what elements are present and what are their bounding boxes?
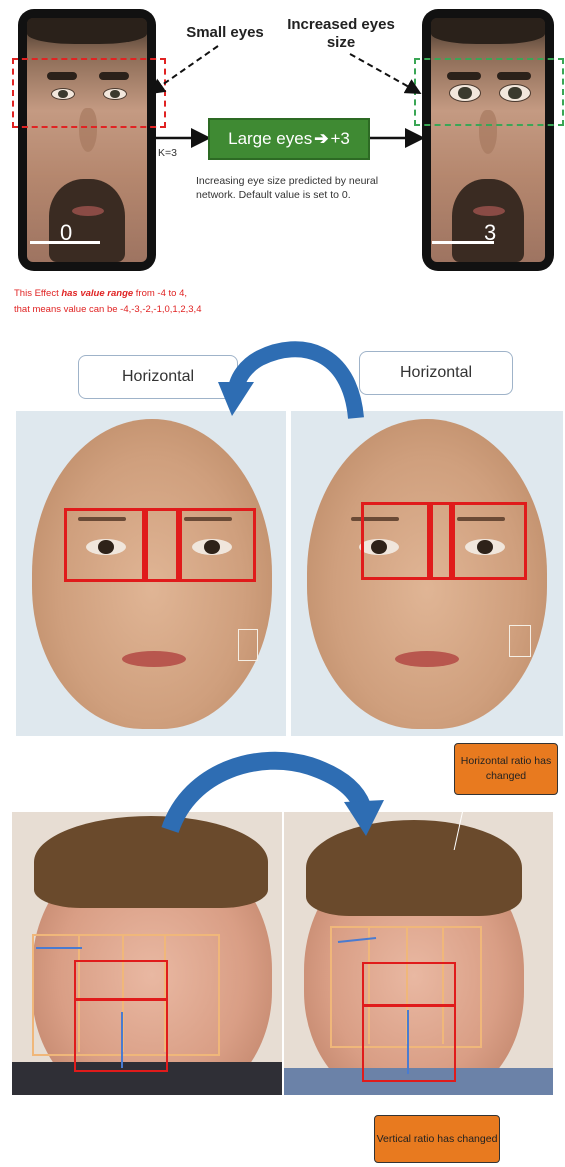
- large-eyes-box: Large eyes ➔ +3: [208, 118, 370, 160]
- vertical-ratio-callout: Vertical ratio has changed: [374, 1115, 500, 1163]
- description-text: Increasing eye size predicted by neural …: [196, 174, 410, 202]
- men-faces-image: [12, 812, 553, 1095]
- horizontal-swap-arrow: [0, 330, 565, 430]
- right-woman-face-image: [291, 411, 563, 736]
- cheek-marker: [238, 629, 258, 661]
- cheek-marker: [509, 625, 531, 657]
- k-label: K=3: [158, 146, 177, 160]
- value-range-line-1: This Effect has value range from -4 to 4…: [14, 286, 187, 301]
- value-range-line-2: that means value can be -4,-3,-2,-1,0,1,…: [14, 302, 201, 317]
- right-eye-box: [449, 502, 527, 580]
- right-eye-box: [176, 508, 256, 582]
- measure-arrows: [12, 812, 553, 1095]
- left-eye-box: [361, 502, 433, 580]
- increased-eyes-pointer-arrow: [350, 54, 418, 92]
- large-eyes-label: Large eyes: [228, 129, 312, 149]
- arrow-glyph: ➔: [314, 129, 328, 149]
- ratio-swap-arrow: [0, 730, 565, 850]
- left-woman-face-image: [16, 411, 286, 736]
- large-eyes-value: +3: [330, 129, 349, 149]
- small-eyes-pointer-arrow: [152, 46, 218, 92]
- left-eye-box: [64, 508, 148, 582]
